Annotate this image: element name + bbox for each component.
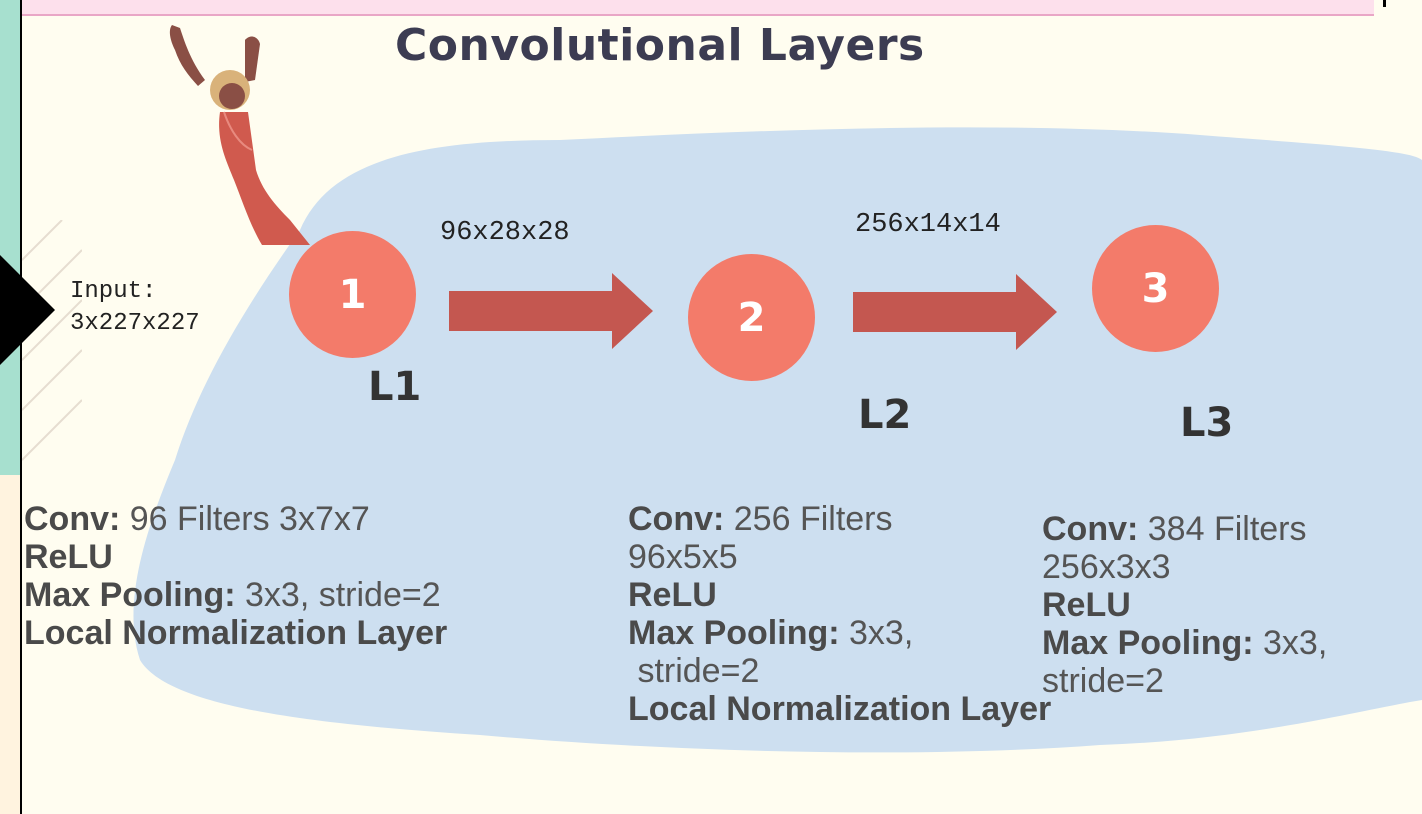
layer-1-pool-value: 3x3, stride=2: [235, 576, 441, 614]
layer-1-conv-value: 96 Filters 3x7x7: [120, 500, 370, 538]
layer-1-number: 1: [338, 271, 367, 318]
top-banner: [22, 0, 1374, 14]
layer-3-circle: 3: [1092, 225, 1219, 352]
layer-2-number: 2: [737, 294, 766, 341]
black-arrow-icon: [0, 255, 55, 365]
layer-2-conv-value-2: 96x5x5: [628, 538, 738, 576]
layer-2-conv-key: Conv:: [628, 500, 725, 538]
layer-1-norm: Local Normalization Layer: [24, 614, 448, 652]
decorative-stripes: [22, 220, 82, 461]
input-label-line1: Input:: [70, 278, 157, 305]
layer-3-pool-value-2: stride=2: [1042, 662, 1164, 700]
layer-1-circle: 1: [289, 231, 416, 358]
layer-1-pool-key: Max Pooling:: [24, 576, 236, 614]
layer-2-relu: ReLU: [628, 576, 717, 614]
layer-3-pool-value: 3x3,: [1253, 624, 1328, 662]
layer-3-number: 3: [1141, 265, 1170, 312]
layer-2-conv-value: 256 Filters: [724, 500, 893, 538]
layer-3-relu: ReLU: [1042, 586, 1131, 624]
layer-3-pool-key: Max Pooling:: [1042, 624, 1254, 662]
input-label-line2: 3x227x227: [70, 310, 200, 337]
shape-label-l1: 96x28x28: [440, 218, 570, 248]
layer-3-description: Conv: 384 Filters 256x3x3 ReLU Max Pooli…: [1042, 510, 1327, 700]
dancer-illustration: [169, 25, 310, 245]
layer-3-conv-key: Conv:: [1042, 510, 1139, 548]
left-border-line: [20, 0, 22, 814]
layer-3-conv-value-2: 256x3x3: [1042, 548, 1171, 586]
layer-1-conv-key: Conv:: [24, 500, 121, 538]
layer-1-label: L1: [368, 364, 422, 410]
layer-2-pool-value-2: stride=2: [628, 652, 760, 690]
layer-2-circle: 2: [688, 254, 815, 381]
left-lower-panel: [0, 475, 22, 814]
page-title: Convolutional Layers: [395, 20, 925, 71]
layer-2-pool-value: 3x3,: [839, 614, 914, 652]
layer-2-pool-key: Max Pooling:: [628, 614, 840, 652]
layer-1-relu: ReLU: [24, 538, 113, 576]
layer-1-description: Conv: 96 Filters 3x7x7 ReLU Max Pooling:…: [24, 500, 447, 652]
layer-3-conv-value: 384 Filters: [1138, 510, 1307, 548]
shape-label-l2: 256x14x14: [855, 210, 1001, 240]
top-banner-border: [22, 14, 1374, 16]
layer-2-label: L2: [858, 392, 912, 438]
layer-3-label: L3: [1180, 400, 1234, 446]
layer-2-norm: Local Normalization Layer: [628, 690, 1052, 728]
corner-tick: [1383, 0, 1386, 7]
input-label: Input: 3x227x227: [70, 276, 200, 340]
layer-2-description: Conv: 256 Filters 96x5x5 ReLU Max Poolin…: [628, 500, 1051, 728]
